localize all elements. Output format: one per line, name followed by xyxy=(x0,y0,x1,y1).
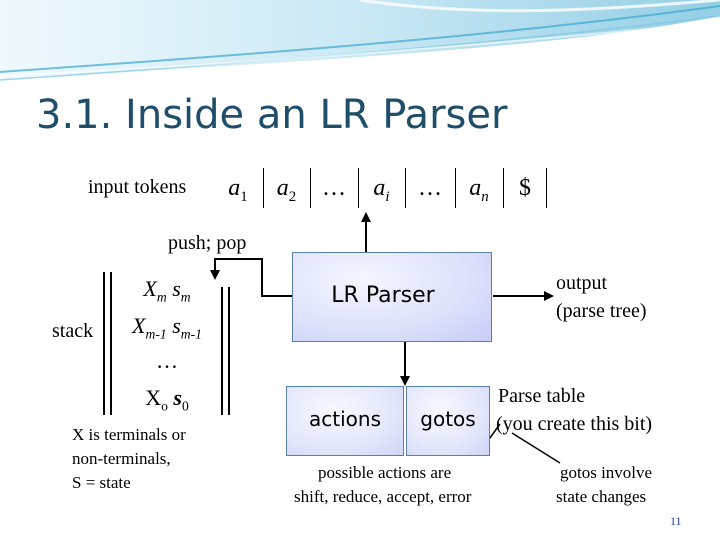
token-symbol: a xyxy=(228,175,241,201)
push-pop-label: push; pop xyxy=(168,232,247,254)
input-token: a1 xyxy=(214,168,262,208)
token-symbol: a xyxy=(373,175,386,201)
token-subscript: 1 xyxy=(240,188,248,205)
stack-row: Xo s0 xyxy=(112,385,222,414)
stack-note-line: S = state xyxy=(72,473,131,492)
stack-row: Xm-1 sm-1 xyxy=(112,313,222,342)
token-divider xyxy=(358,168,359,208)
parse-table-label: Parse table xyxy=(498,385,586,407)
token-symbol: … xyxy=(418,175,442,201)
token-divider xyxy=(503,168,504,208)
stack-state-subscript: 0 xyxy=(181,398,189,414)
stack-row: … xyxy=(112,348,222,374)
stack-label: stack xyxy=(52,320,94,342)
stack-note-line: non-terminals, xyxy=(72,449,171,468)
output-label: output xyxy=(556,272,608,294)
actions-note-line: shift, reduce, accept, error xyxy=(294,487,472,506)
stack-state: s xyxy=(173,385,182,410)
stack-note-line: X is terminals or xyxy=(72,425,186,444)
page-number: 11 xyxy=(670,514,682,528)
lr-parser-box: LR Parser xyxy=(292,252,492,342)
lr-parser-label: LR Parser xyxy=(331,283,435,308)
token-subscript: 2 xyxy=(288,188,297,205)
gotos-note-line: gotos involve xyxy=(560,463,653,482)
input-token: $ xyxy=(504,168,546,208)
input-token: … xyxy=(406,168,454,208)
token-divider xyxy=(310,168,311,208)
stack-symbol: X xyxy=(143,276,157,301)
gotos-label: gotos xyxy=(420,407,476,431)
token-divider xyxy=(263,168,264,208)
stack-symbol-subscript: m-1 xyxy=(145,326,167,342)
token-divider xyxy=(546,168,547,208)
parse-table-label: (you create this bit) xyxy=(496,413,653,435)
stack-state: s xyxy=(172,313,181,338)
token-symbol: … xyxy=(322,175,346,201)
token-symbol: a xyxy=(276,175,289,201)
stack-state-subscript: m xyxy=(180,289,191,305)
header-wave-decoration xyxy=(0,0,720,81)
actions-box: actions xyxy=(286,386,404,456)
input-token: ai xyxy=(359,168,404,208)
token-subscript: i xyxy=(385,188,390,205)
token-symbol: $ xyxy=(519,175,531,201)
token-divider xyxy=(455,168,456,208)
gotos-box: gotos xyxy=(406,386,490,456)
stack-symbol-subscript: o xyxy=(161,398,168,414)
stack-row: Xm sm xyxy=(112,276,222,305)
output-label: (parse tree) xyxy=(556,300,647,322)
stack-symbol: X xyxy=(132,313,146,338)
gotos-callout-line xyxy=(511,432,561,464)
stack-symbol-subscript: m xyxy=(156,289,167,305)
input-token: … xyxy=(311,168,357,208)
input-token: a2 xyxy=(264,168,309,208)
token-subscript: n xyxy=(481,188,489,205)
gotos-note-line: state changes xyxy=(556,487,647,506)
arrow-push-pop xyxy=(210,258,292,297)
token-divider xyxy=(405,168,406,208)
stack-symbol: X xyxy=(145,385,162,410)
stack-state: s xyxy=(172,276,181,301)
stack-ellipsis: … xyxy=(156,348,178,373)
stack-state-subscript: m-1 xyxy=(180,326,202,342)
actions-label: actions xyxy=(309,407,381,431)
actions-note-line: possible actions are xyxy=(318,463,452,482)
token-symbol: a xyxy=(469,175,482,201)
input-tokens-label: input tokens xyxy=(88,176,187,198)
input-token: an xyxy=(456,168,502,208)
slide-title: 3.1. Inside an LR Parser xyxy=(36,92,508,138)
